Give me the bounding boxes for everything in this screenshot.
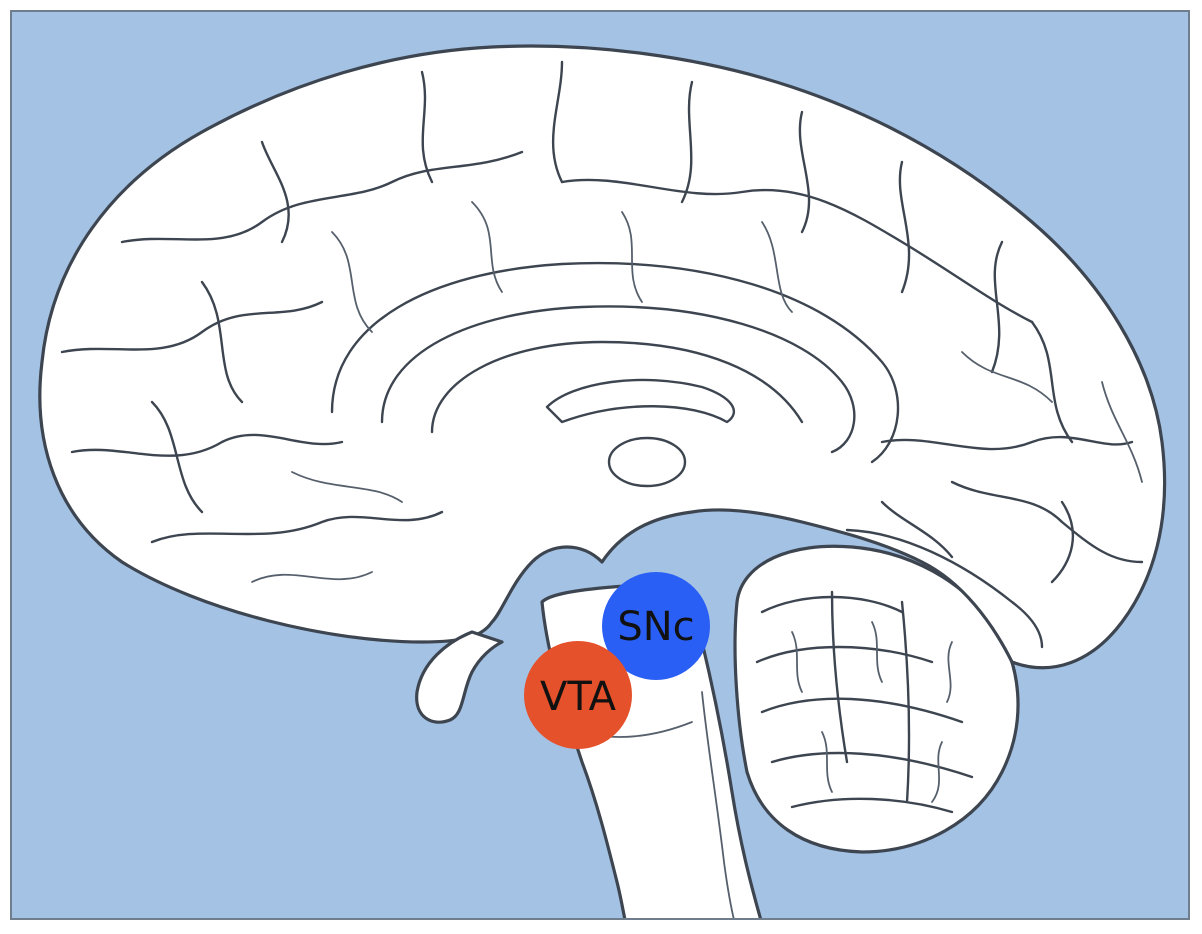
gyrus-fold-7: [150, 510, 444, 544]
gyrus-fold-5: [60, 300, 324, 354]
thalamus-oval: [607, 436, 687, 488]
gyrus-fold-12: [331, 201, 793, 333]
corpus-callosum-inner: [380, 305, 856, 454]
snc-marker: SNc: [602, 572, 710, 680]
gyrus-fold-6: [70, 433, 344, 457]
optic-chiasm-protrusion: [415, 630, 504, 724]
cerebrum: [38, 44, 1167, 670]
cerebellum-folia-3: [790, 590, 954, 814]
gyrus-fold-3: [560, 178, 1034, 324]
cerebellum-folia-2: [760, 697, 974, 779]
gyrus-fold-13: [251, 351, 1143, 583]
brainstem-line: [701, 691, 735, 918]
corpus-callosum-outer: [330, 261, 900, 464]
gyrus-fold-9: [880, 435, 1134, 451]
vta-marker: VTA: [524, 641, 632, 749]
brain-diagram-frame: SNc VTA: [10, 10, 1190, 920]
cerebellum: [733, 544, 1020, 854]
vta-label: VTA: [540, 674, 617, 720]
lateral-ventricle: [545, 378, 736, 424]
gyrus-fold-4: [798, 110, 1004, 374]
cerebellum-folia-4: [791, 621, 953, 803]
brain-sagittal-illustration: SNc VTA: [12, 12, 1188, 918]
tentorium: [845, 528, 1044, 649]
snc-label: SNc: [617, 604, 694, 650]
gyrus-fold-10: [950, 320, 1144, 564]
gyrus-fold-11: [880, 500, 1075, 584]
gyrus-fold-8: [150, 280, 244, 514]
fornix: [430, 340, 804, 434]
gyrus-fold-2: [260, 60, 694, 244]
vta-circle: [524, 641, 632, 749]
gyrus-fold-1: [120, 150, 524, 244]
snc-circle: [602, 572, 710, 680]
